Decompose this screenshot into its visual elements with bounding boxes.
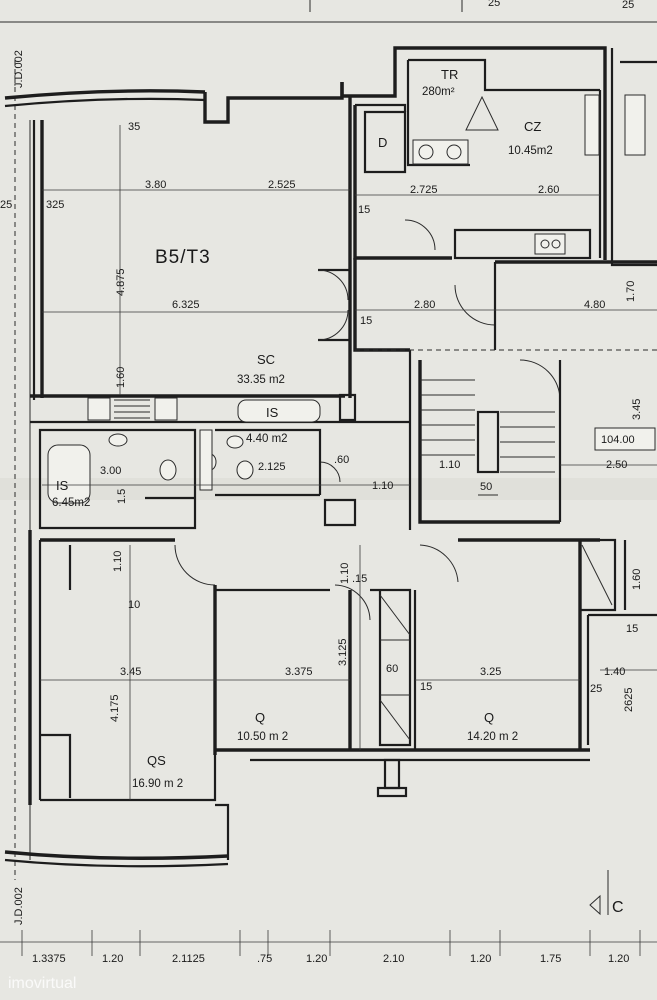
room-is2-area: 6.45m2 — [52, 497, 90, 509]
dim-17: 1.10 — [439, 459, 460, 471]
room-is1-name: IS — [266, 405, 279, 420]
dim-25: 1.10 — [112, 551, 124, 572]
dim-15: 104.00 — [601, 434, 635, 446]
side-code-bottom: J.D.002 — [13, 887, 25, 925]
dim-16: 2.50 — [606, 459, 627, 471]
dim-3: 35 — [128, 121, 140, 133]
dim-37: 25 — [590, 683, 602, 695]
room-qs-name: QS — [147, 753, 166, 768]
unit-code: B5/T3 — [155, 247, 211, 268]
room-cz-name: CZ — [524, 119, 541, 134]
dim-8: 2.725 — [410, 184, 438, 196]
dim-6: 6.325 — [172, 299, 200, 311]
dim-20: 3.00 — [100, 465, 121, 477]
bottom-dim-4: 1.20 — [306, 953, 327, 965]
dim-36: 15 — [626, 623, 638, 635]
dim-13: 1.70 — [625, 281, 637, 302]
dim-33: 1.40 — [604, 666, 625, 678]
bottom-dim-5: 2.10 — [383, 953, 404, 965]
room-q1-area: 10.50 m 2 — [237, 731, 288, 743]
dim-4: 25 — [0, 199, 12, 211]
dim-12: 4.80 — [584, 299, 605, 311]
dim-35: 1.60 — [631, 569, 643, 590]
top-dim-1: 25 — [488, 0, 500, 9]
room-is1-area: 4.40 m2 — [246, 433, 288, 445]
dim-24: 1.5 — [116, 489, 128, 504]
room-cz-area: 10.45m2 — [508, 145, 553, 157]
room-d-name: D — [378, 135, 387, 150]
dim-30: 3.125 — [337, 638, 349, 666]
dim-1: 2.525 — [268, 179, 296, 191]
bottom-dim-7: 1.75 — [540, 953, 561, 965]
bottom-dim-6: 1.20 — [470, 953, 491, 965]
dim-2: 325 — [46, 199, 64, 211]
dim-22: 1.10 — [372, 480, 393, 492]
bottom-dim-3: .75 — [257, 953, 272, 965]
dim-0: 3.80 — [145, 179, 166, 191]
watermark: imovirtual — [8, 975, 76, 992]
dim-34: 2625 — [623, 688, 635, 712]
dim-10: 15 — [358, 204, 370, 216]
bottom-dim-0: 1.3375 — [32, 953, 66, 965]
room-sc-area: 33.35 m2 — [237, 374, 285, 386]
side-code-top: J.D.002 — [13, 50, 25, 88]
dim-23: .60 — [334, 454, 349, 466]
dim-40: 15 — [420, 681, 432, 693]
dim-14: 3.45 — [631, 399, 643, 420]
dim-19: 15 — [360, 315, 372, 327]
dim-18: 50 — [480, 481, 492, 493]
dim-26: 10 — [128, 599, 140, 611]
room-is2-name: IS — [56, 478, 69, 493]
section-mark: C — [612, 899, 624, 916]
dim-27: 3.45 — [120, 666, 141, 678]
dim-21: 2.125 — [258, 461, 286, 473]
room-qs-area: 16.90 m 2 — [132, 778, 183, 790]
dim-28: 4.175 — [109, 694, 121, 722]
room-tr-area: 280m² — [422, 86, 455, 98]
dim-5: 4.875 — [115, 268, 127, 296]
room-sc-name: SC — [257, 352, 275, 367]
dim-32: 3.25 — [480, 666, 501, 678]
room-q1-name: Q — [255, 710, 265, 725]
bottom-dim-2: 2.1125 — [172, 953, 205, 965]
dim-38: 1.10 — [339, 563, 351, 584]
dim-11: 2.80 — [414, 299, 435, 311]
room-q2-name: Q — [484, 710, 494, 725]
top-dim-2: 25 — [622, 0, 634, 11]
bottom-dim-1: 1.20 — [102, 953, 123, 965]
dim-9: 2.60 — [538, 184, 559, 196]
bottom-dim-8: 1.20 — [608, 953, 629, 965]
room-q2-area: 14.20 m 2 — [467, 731, 518, 743]
dim-7: 1.60 — [115, 367, 127, 388]
dim-31: 60 — [386, 663, 398, 675]
dim-39: .15 — [352, 573, 367, 585]
dim-29: 3.375 — [285, 666, 313, 678]
room-tr-name: TR — [441, 67, 458, 82]
